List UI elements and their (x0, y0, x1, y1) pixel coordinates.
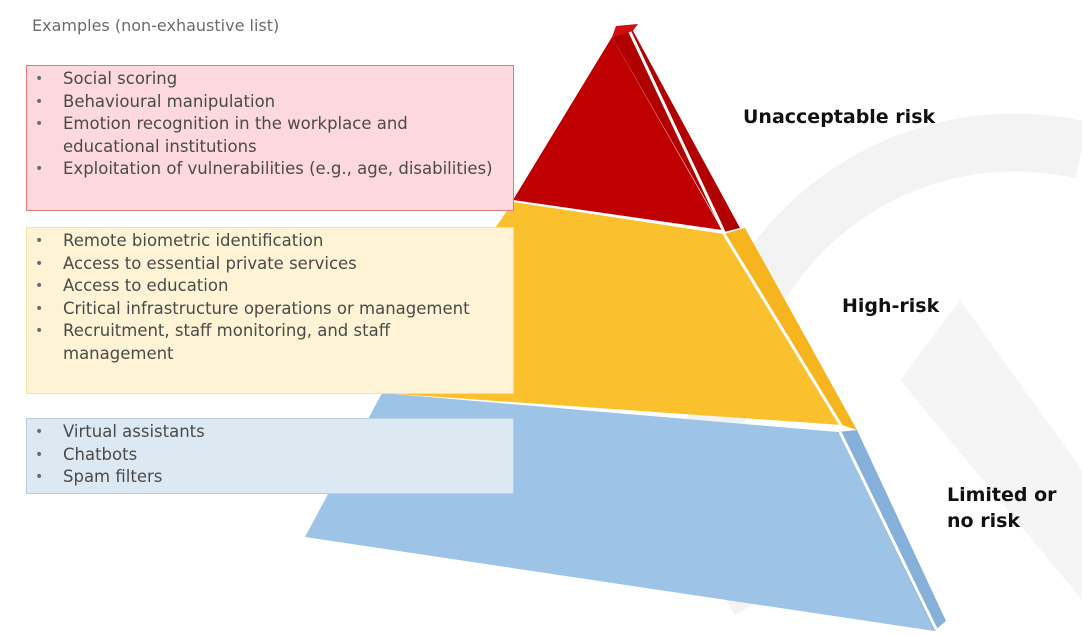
list-item: Remote biometric identification (35, 230, 505, 253)
list-item: Emotion recognition in the workplace and… (35, 113, 505, 158)
list-item: Spam filters (35, 466, 505, 489)
list-item: Virtual assistants (35, 421, 505, 444)
tier-label-unacceptable: Unacceptable risk (743, 106, 936, 128)
tier-label-high: High-risk (842, 295, 940, 317)
list-item: Access to essential private services (35, 253, 505, 276)
pyramid-tier-unacceptable (513, 37, 722, 230)
list-item: Chatbots (35, 444, 505, 467)
list-item: Behavioural manipulation (35, 91, 505, 114)
list-item: Access to education (35, 275, 505, 298)
list-item: Critical infrastructure operations or ma… (35, 298, 505, 321)
examples-box-unacceptable: Social scoring Behavioural manipulation … (26, 65, 514, 211)
examples-box-high: Remote biometric identification Access t… (26, 227, 514, 394)
list-item: Recruitment, staff monitoring, and staff… (35, 320, 505, 365)
tier-label-limited: Limited or no risk (947, 484, 1057, 532)
list-item: Social scoring (35, 68, 505, 91)
examples-header: Examples (non-exhaustive list) (32, 16, 280, 35)
list-item: Exploitation of vulnerabilities (e.g., a… (35, 158, 505, 181)
examples-box-limited: Virtual assistants Chatbots Spam filters (26, 418, 514, 494)
pyramid-apex-cap (612, 24, 638, 37)
pyramid-tier-high-side (724, 228, 857, 430)
